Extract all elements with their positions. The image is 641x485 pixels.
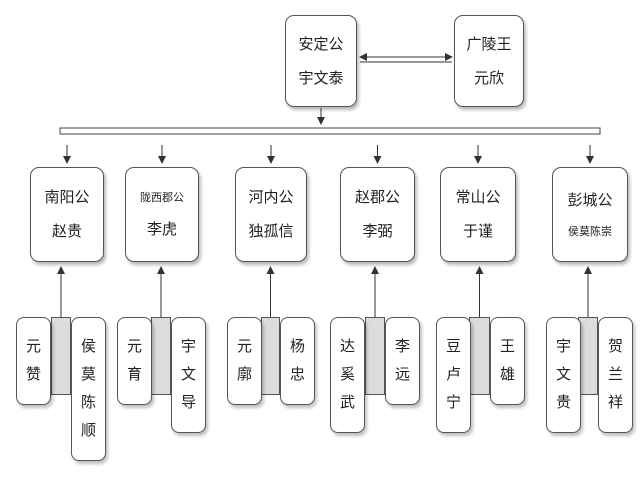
general-name-char: 宁 [445, 393, 461, 411]
general-name-char: 育 [126, 365, 142, 383]
general-right-box: 宇文导 [171, 317, 206, 433]
pillar-node: 南阳公赵贵 [30, 167, 104, 262]
general-connector [365, 317, 385, 395]
pillar-title: 南阳公 [44, 188, 90, 207]
ally-name: 元欣 [473, 68, 504, 87]
pillar-title: 常山公 [455, 188, 501, 207]
general-name-char: 元 [25, 337, 41, 355]
pillar-node: 彭城公侯莫陈崇 [552, 167, 628, 262]
pillar-title: 赵郡公 [354, 188, 400, 207]
general-right-box: 李远 [385, 317, 420, 405]
general-right-box: 王雄 [490, 317, 525, 405]
general-name-char: 宇 [180, 337, 196, 355]
general-name-char: 王 [499, 337, 515, 355]
general-name-char: 雄 [499, 365, 515, 383]
pillar-node: 常山公于谨 [440, 167, 516, 262]
ally-title: 广陵王 [466, 34, 512, 53]
general-name-char: 贺 [607, 337, 623, 355]
general-name-char: 忠 [289, 365, 305, 383]
general-name-char: 杨 [289, 337, 305, 355]
general-name-char: 元 [236, 337, 252, 355]
pillar-name: 侯莫陈崇 [568, 224, 612, 238]
pillar-name: 李弼 [362, 222, 393, 240]
general-left-box: 达奚武 [330, 317, 365, 433]
general-name-char: 贵 [555, 393, 571, 411]
pillar-name: 独孤信 [248, 222, 294, 240]
general-name-char: 顺 [80, 421, 96, 439]
pillar-name: 赵贵 [51, 222, 82, 240]
general-left-box: 元赞 [16, 317, 51, 405]
general-name-char: 兰 [607, 365, 623, 383]
general-left-box: 豆卢宁 [436, 317, 471, 433]
pillar-node: 河内公独孤信 [235, 167, 307, 262]
general-name-char: 奚 [339, 365, 355, 383]
general-name-char: 文 [555, 365, 571, 383]
general-name-char: 元 [126, 337, 142, 355]
general-name-char: 卢 [445, 365, 461, 383]
pillar-node: 赵郡公李弼 [340, 167, 415, 262]
general-name-char: 远 [394, 365, 410, 383]
distribution-bar [59, 127, 601, 135]
pillar-title: 河内公 [248, 188, 294, 207]
general-right-box: 侯莫陈顺 [71, 317, 106, 461]
general-name-char: 莫 [80, 365, 96, 383]
general-connector [151, 317, 171, 395]
pillar-node: 陇西郡公李虎 [125, 167, 199, 262]
general-name-char: 文 [180, 365, 196, 383]
general-name-char: 陈 [80, 393, 96, 411]
pillar-name: 李虎 [146, 219, 177, 238]
pillar-title: 彭城公 [567, 190, 613, 209]
founder-node: 安定公 宇文泰 [285, 15, 357, 107]
general-left-box: 元育 [117, 317, 152, 405]
general-name-char: 宇 [555, 337, 571, 355]
general-right-box: 杨忠 [280, 317, 315, 405]
general-name-char: 赞 [25, 365, 41, 383]
founder-title: 安定公 [298, 34, 344, 53]
general-connector [261, 317, 280, 395]
general-name-char: 廓 [236, 365, 252, 383]
ally-node: 广陵王 元欣 [454, 15, 524, 107]
pillar-title: 陇西郡公 [140, 190, 184, 204]
general-name-char: 李 [394, 337, 410, 355]
general-connector [578, 317, 598, 395]
pillar-name: 于谨 [462, 222, 493, 240]
general-name-char: 武 [339, 393, 355, 411]
general-name-char: 侯 [80, 337, 96, 355]
founder-name: 宇文泰 [298, 68, 344, 87]
general-right-box: 贺兰祥 [598, 317, 633, 433]
general-name-char: 导 [180, 393, 196, 411]
general-connector [51, 317, 71, 395]
general-left-box: 元廓 [227, 317, 262, 405]
general-connector [469, 317, 490, 395]
general-name-char: 祥 [607, 393, 623, 411]
general-name-char: 豆 [445, 337, 461, 355]
general-name-char: 达 [339, 337, 355, 355]
general-left-box: 宇文贵 [546, 317, 581, 433]
